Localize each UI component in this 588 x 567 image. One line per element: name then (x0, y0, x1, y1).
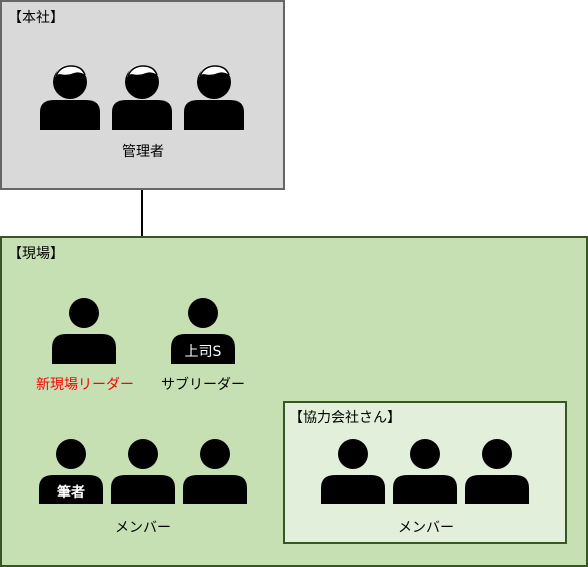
manager-person-icon (182, 62, 246, 130)
manager-label: 管理者 (122, 144, 164, 160)
sub-leader-label: サブリーダー (161, 377, 245, 393)
boss-badge: 上司S (184, 344, 222, 360)
headquarters-title: 【本社】 (8, 10, 64, 26)
hq-site-connector (141, 190, 143, 236)
partner-members-label: メンバー (398, 520, 454, 536)
writer-person-icon: 筆者 (39, 438, 103, 504)
partner-company-group: 【協力会社さん】 (283, 401, 567, 544)
new-leader-label: 新現場リーダー (36, 377, 134, 393)
manager-person-icon (38, 62, 102, 130)
partner-member-person-icon (465, 438, 529, 504)
member-person-icon (111, 438, 175, 504)
member-person-icon (183, 438, 247, 504)
boss-person-icon: 上司S (171, 298, 235, 364)
writer-badge: 筆者 (57, 485, 85, 501)
site-title: 【現場】 (8, 246, 64, 262)
new-leader-person-icon (52, 298, 116, 364)
partner-title: 【協力会社さん】 (289, 410, 401, 426)
manager-person-icon (110, 62, 174, 130)
site-members-label: メンバー (115, 520, 171, 536)
partner-member-person-icon (321, 438, 385, 504)
partner-member-person-icon (393, 438, 457, 504)
